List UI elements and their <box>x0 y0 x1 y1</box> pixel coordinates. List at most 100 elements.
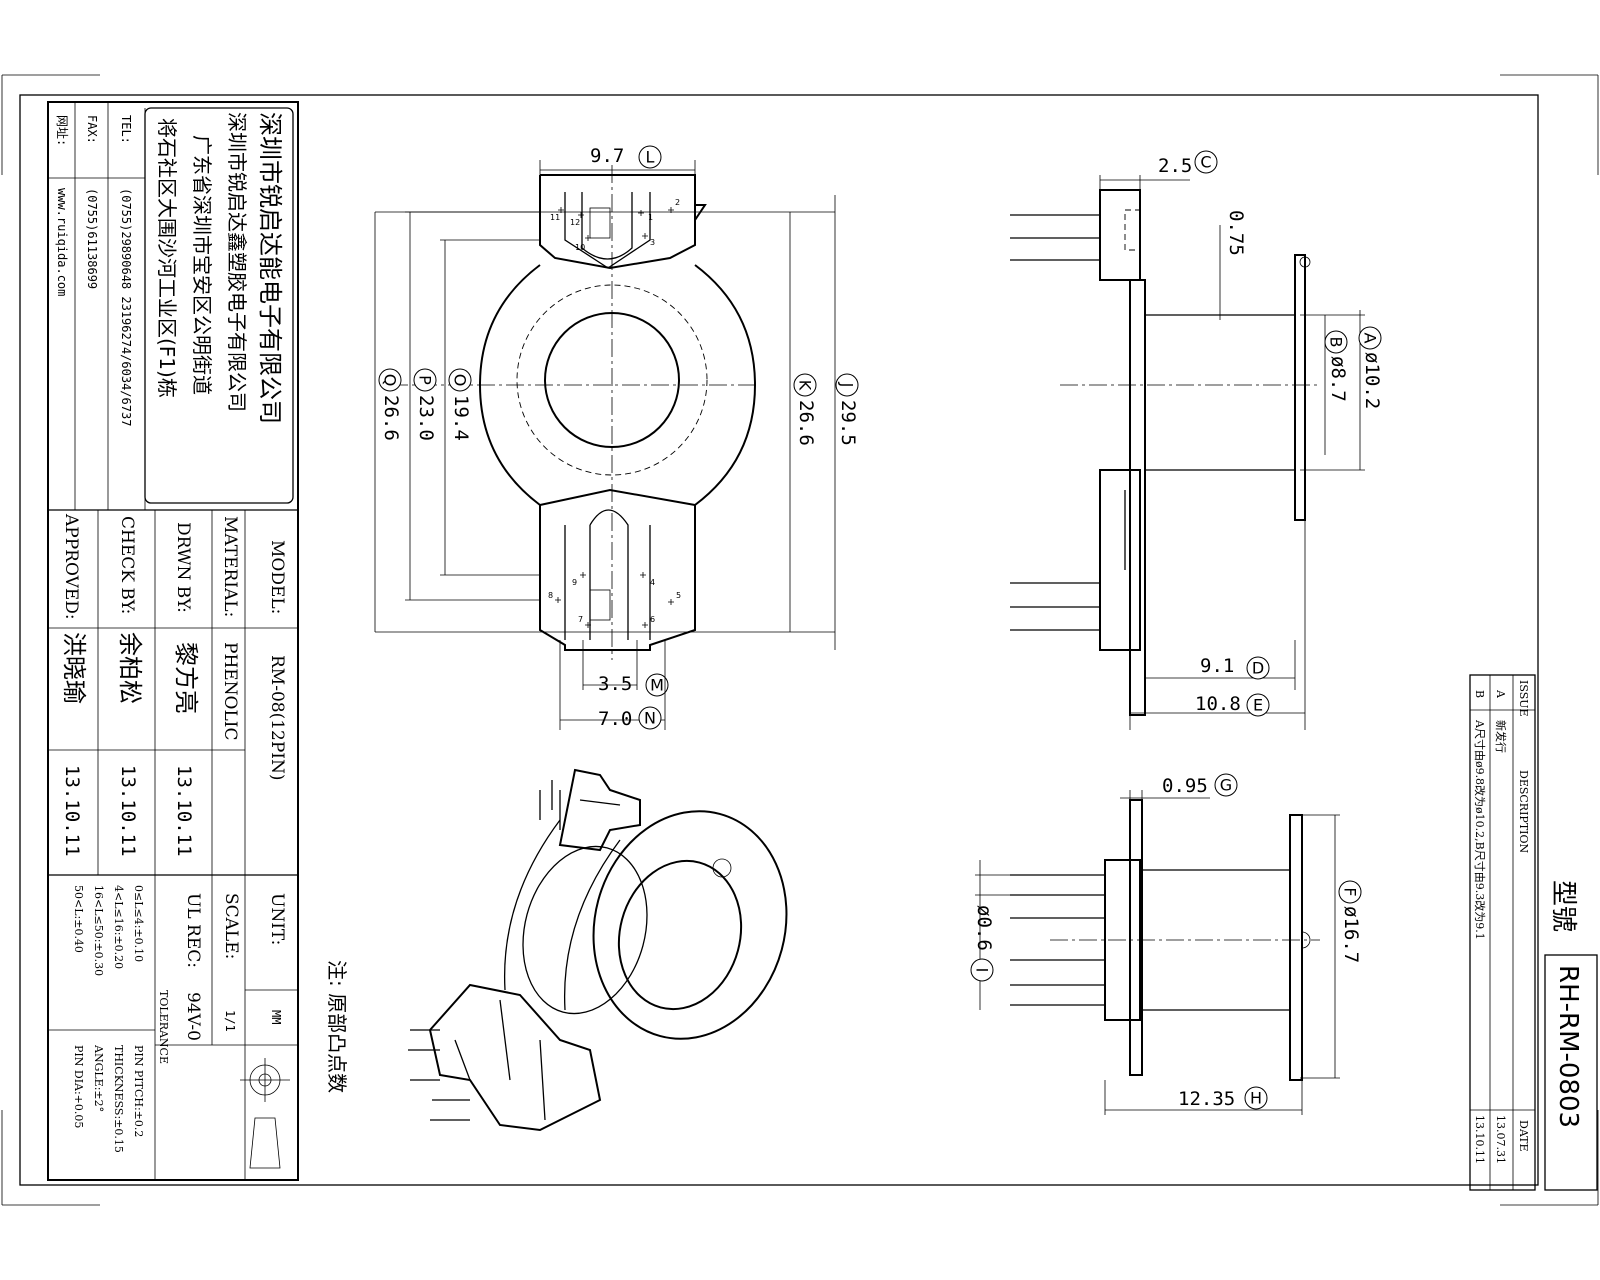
tol-line-1: 0≤L≤4:±0.10 <box>132 885 145 962</box>
model-value: RM-08(12PIN) <box>267 655 287 781</box>
tol-line-3: 16<L≤50:±0.30 <box>92 885 105 976</box>
revision-block <box>1469 674 1598 1191</box>
part-number: RH-RM-0803 <box>1553 965 1583 1128</box>
top-pin-markers: 12 11 10 1 2 3 <box>550 198 680 252</box>
tel-value: (0755)29890648 23196274/6034/6737 <box>119 188 133 426</box>
approved-name: 洪晓瑜 <box>60 632 88 704</box>
side-view: 2.5 C 9.1 D 10.8 E <box>1010 150 1365 730</box>
tol-line-4: 50<L:±0.40 <box>72 885 85 953</box>
approved-label: APPROVED: <box>61 513 81 620</box>
dim-N-letter: N <box>644 709 656 728</box>
top-view-rotated-dims: J 29.5 K 26.6 O 19.4 P 23.0 Q 26.6 <box>378 368 859 446</box>
dim-J-value: 29.5 <box>837 400 859 446</box>
dim-N-value: 7.0 <box>598 708 632 730</box>
pin-11-label: 11 <box>550 213 560 222</box>
dim-F-letter: F <box>1341 887 1360 896</box>
revision-text: ISSUE DESCRIPTION DATE A 新发行 13.07.31 B … <box>1473 680 1583 1164</box>
dim-E-value: 10.8 <box>1195 693 1241 715</box>
dim-D-value: 9.1 <box>1200 655 1234 677</box>
web-label: 网址: <box>55 115 69 146</box>
dim-B-value: ø8.7 <box>1327 356 1349 402</box>
pin-10-label: 10 <box>575 243 585 252</box>
dim-G-value: 0.95 <box>1162 775 1208 797</box>
company-name: 深圳市锐启达能电子有限公司 <box>256 112 284 424</box>
pin-6-label: 6 <box>650 615 655 624</box>
dim-B-letter: B <box>1327 337 1346 348</box>
dim-H-letter: H <box>1250 1089 1262 1108</box>
dim-L-letter: L <box>646 148 655 167</box>
pin-2-label: 2 <box>675 198 680 207</box>
rev-a-issue: A <box>1494 689 1507 699</box>
dim-P-value: 23.0 <box>415 395 437 441</box>
unit-label: UNIT: <box>267 893 287 945</box>
scale-value: 1/1 <box>223 1010 237 1032</box>
top-view-dimensions: 9.7 L 3.5 M 7.0 N <box>374 145 836 730</box>
title-block-text: 深圳市锐启达能电子有限公司 深圳市锐启达鑫塑胶电子有限公司 广东省深圳市宝安区公… <box>55 112 287 1153</box>
dim-C-letter: C <box>1200 153 1211 172</box>
drwn-label: DRWN BY: <box>173 522 193 613</box>
rev-b-desc: A尺寸由ø9.8改为ø10.2,B尺寸由9.3改为9.1 <box>1473 719 1487 940</box>
side-view-rotated-dims: 0.75 A ø10.2 B ø8.7 <box>1225 210 1383 409</box>
note-group: 注: 原部凸点数 <box>325 960 349 1093</box>
tol2-line-3: ANGLE:±2° <box>92 1044 105 1112</box>
factory-name: 深圳市锐启达鑫塑胶电子有限公司 <box>225 112 249 412</box>
drwn-date: 13.10.11 <box>173 765 195 857</box>
dim-Q-value: 26.6 <box>380 395 402 441</box>
rev-b-date: 13.10.11 <box>1473 1115 1486 1164</box>
tol2-line-1: PIN PITCH:±0.2 <box>132 1045 145 1137</box>
dim-K-letter: K <box>796 380 815 391</box>
ul-label: UL REC: <box>183 893 203 968</box>
scale-label: SCALE: <box>221 893 241 959</box>
dim-I-letter: I <box>973 968 992 973</box>
dim-M-value: 3.5 <box>598 673 632 695</box>
issue-label: ISSUE <box>1517 680 1530 717</box>
front-view: 0.95 G 12.35 H <box>975 773 1340 1115</box>
model-label: MODEL: <box>267 540 287 614</box>
dim-A-letter: A <box>1361 333 1380 344</box>
title-block <box>47 101 299 1181</box>
check-name: 余柏松 <box>116 632 144 704</box>
projection-symbol-icon <box>240 1058 290 1169</box>
dim-E-letter: E <box>1253 696 1263 715</box>
pin-12-label: 12 <box>570 218 580 227</box>
check-date: 13.10.11 <box>117 765 139 857</box>
pin-4-label: 4 <box>650 578 655 587</box>
web-value: www.ruiqida.com <box>55 188 69 296</box>
dim-M-letter: M <box>650 676 664 695</box>
dim-Q-letter: Q <box>381 374 400 387</box>
pin-7-label: 7 <box>578 615 583 624</box>
description-label: DESCRIPTION <box>1517 770 1530 854</box>
tel-label: TEL: <box>119 115 133 144</box>
front-view-rotated-dims: F ø16.7 ø0.6 I <box>970 880 1362 982</box>
tolerance-label: TOLERANCE <box>157 990 170 1064</box>
check-label: CHECK BY: <box>117 516 137 614</box>
dim-H-value: 12.35 <box>1178 1088 1235 1110</box>
dim-L-value: 9.7 <box>590 145 624 167</box>
fax-value: (0755)61138699 <box>85 188 99 289</box>
dim-P-letter: P <box>416 375 435 385</box>
date-label: DATE <box>1517 1120 1530 1152</box>
dim-G-letter: G <box>1220 776 1232 795</box>
sheet-frame <box>1 74 1599 1206</box>
pin-3-label: 3 <box>650 238 655 247</box>
fax-label: FAX: <box>85 115 99 144</box>
pin-8-label: 8 <box>548 591 553 600</box>
note-text: 注: 原部凸点数 <box>325 960 349 1093</box>
address-line-2: 将石社区大围沙河工业区(F1)栋 <box>155 118 179 398</box>
material-value: PHENOLIC <box>220 642 240 741</box>
bottom-pin-markers: 9 8 7 4 5 6 <box>548 572 681 628</box>
pin-1-label: 1 <box>648 213 653 222</box>
dim-O-letter: O <box>451 374 470 387</box>
pin-9-label: 9 <box>572 578 577 587</box>
tol-line-2: 4<L≤16:±0.20 <box>112 885 125 969</box>
ul-value: 94V-0 <box>183 992 203 1041</box>
dim-D-letter: D <box>1252 659 1264 678</box>
dim-I-value: ø0.6 <box>973 905 995 951</box>
dim-A-value: ø10.2 <box>1361 352 1383 409</box>
dim-O-value: 19.4 <box>450 395 472 441</box>
isometric-view <box>408 768 788 1132</box>
dim-075-value: 0.75 <box>1225 210 1247 256</box>
rev-b-issue: B <box>1473 690 1486 698</box>
unit-value: MM <box>269 1010 283 1024</box>
